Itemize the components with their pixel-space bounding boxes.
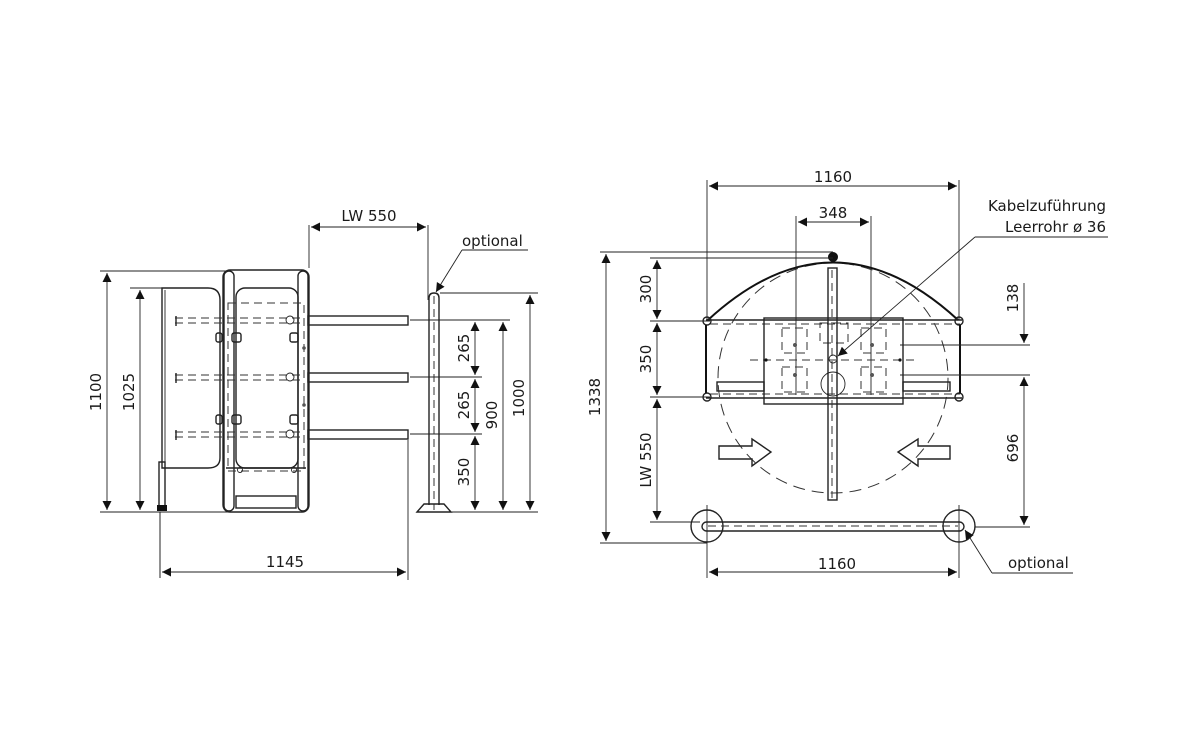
dim-label: 1160: [818, 555, 856, 573]
rotor-arm: [827, 267, 838, 501]
dim-label: 1338: [586, 378, 604, 416]
dim-label: LW 550: [637, 432, 655, 487]
cable-label-line2: Leerrohr ø 36: [1005, 218, 1106, 236]
housing-top: [702, 316, 964, 405]
optional-rail: 1160 optional: [690, 505, 1073, 578]
direction-arrow-right: [718, 437, 773, 468]
housing-frame: [222, 269, 310, 513]
dim-1160-top: 1160: [706, 168, 960, 320]
dim-1100: 1100: [87, 270, 230, 513]
dim-label: 1025: [120, 373, 138, 411]
optional-label: optional: [1008, 554, 1069, 572]
dim-left-stack: 300 350 LW 550 1338: [586, 251, 833, 544]
dim-label: 348: [819, 204, 848, 222]
dim-right-stack: 138 696: [900, 283, 1030, 528]
dim-label: 350: [637, 345, 655, 374]
dim-label: 138: [1004, 284, 1022, 313]
dim-label: 265: [455, 334, 473, 363]
dim-label: LW 550: [341, 207, 396, 225]
direction-arrow-left: [896, 437, 951, 468]
dim-1025: 1025: [120, 287, 165, 510]
dim-label: 696: [1004, 434, 1022, 463]
top-arc: [707, 261, 959, 321]
dim-1145: 1145: [159, 512, 406, 578]
top-view: 1160 348: [586, 168, 1108, 578]
optional-post: optional: [415, 232, 528, 513]
dim-label: 900: [483, 401, 501, 430]
optional-label: optional: [462, 232, 523, 250]
dim-label: 300: [637, 275, 655, 304]
side-view: 1100 1025: [87, 207, 538, 580]
turnstile-arms: [175, 315, 409, 440]
dim-lw550-side: LW 550: [308, 207, 429, 300]
dim-label: 1145: [266, 553, 304, 571]
dim-label: 265: [455, 391, 473, 420]
dim-label: 1000: [510, 379, 528, 417]
dim-348: 348: [795, 204, 872, 395]
cable-feed-label: Kabelzuführung Leerrohr ø 36: [837, 197, 1108, 357]
panel-leg: [158, 461, 166, 508]
dim-arm-heights: 265 265 350 900 1000: [407, 292, 538, 580]
cable-label-line1: Kabelzuführung: [988, 197, 1106, 215]
dim-label: 350: [455, 458, 473, 487]
dim-label: 1100: [87, 373, 105, 411]
clamps: [215, 332, 299, 425]
dim-label: 1160: [814, 168, 852, 186]
side-panel: [161, 287, 221, 469]
